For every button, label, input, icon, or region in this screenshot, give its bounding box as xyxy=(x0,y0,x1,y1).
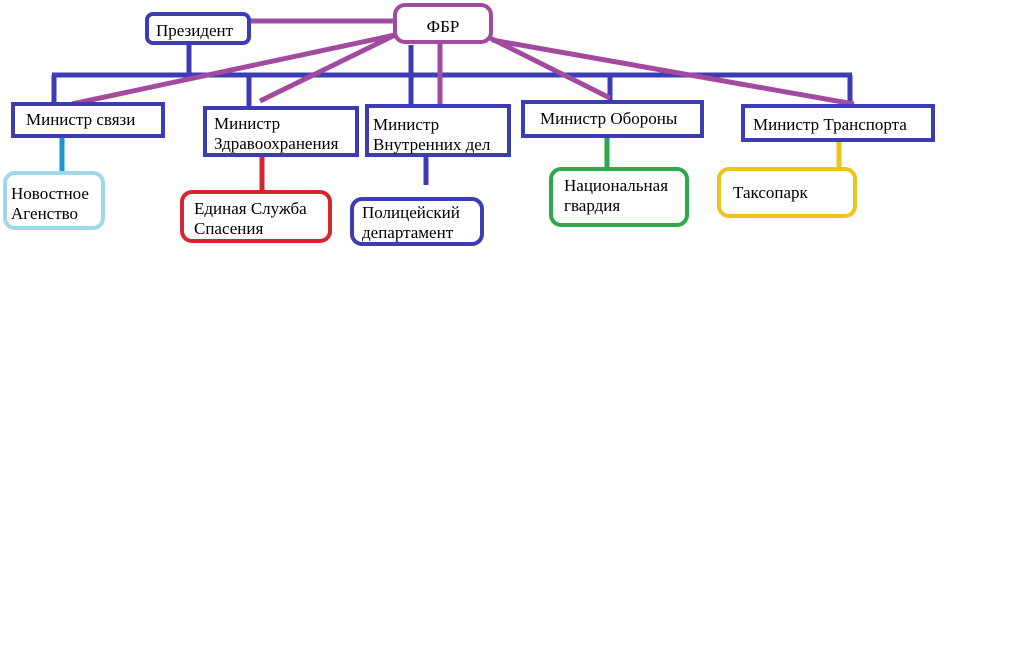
minister-transporta-node: Министр Транспорта xyxy=(741,104,935,142)
minister-svyazi-node: Министр связи xyxy=(11,102,165,138)
police-department-node: Полицейский департамент xyxy=(350,197,484,246)
minister-vnutr-label-1: Министр xyxy=(373,115,440,134)
minister-zdrav-node: Министр Здравоохранения xyxy=(203,106,359,157)
novostnoe-agentstvo-node: Новостное Агенство xyxy=(3,171,105,230)
ess-label-1: Единая Служба xyxy=(194,199,307,218)
fbr-oborony-line xyxy=(488,35,612,101)
fbr-svyazi-line xyxy=(71,32,396,107)
minister-svyazi-label: Министр связи xyxy=(26,110,136,129)
fbr-zdrav-line xyxy=(258,32,397,104)
fbr-transporta-line xyxy=(491,37,855,107)
police-label-2: департамент xyxy=(362,223,454,242)
taksopark-node: Таксопарк xyxy=(717,167,857,218)
minister-oborony-label: Министр Обороны xyxy=(540,109,678,128)
novostnoe-label-2: Агенство xyxy=(11,204,79,223)
gvardiya-label-2: гвардия xyxy=(564,196,621,215)
fbr-node: ФБР xyxy=(393,3,493,44)
national-guard-node: Национальная гвардия xyxy=(549,167,689,227)
minister-vnutr-label-2: Внутренних дел xyxy=(373,135,491,154)
minister-zdrav-label-2: Здравоохранения xyxy=(214,134,339,153)
gvardiya-label-1: Национальная xyxy=(564,176,669,195)
ess-label-2: Спасения xyxy=(194,219,264,238)
minister-vnutr-node: Министр Внутренних дел xyxy=(365,104,511,157)
minister-oborony-node: Министр Обороны xyxy=(521,100,704,138)
taksopark-label: Таксопарк xyxy=(733,183,808,202)
fbr-label: ФБР xyxy=(426,17,460,36)
minister-transporta-label: Министр Транспорта xyxy=(753,115,907,134)
novostnoe-label-1: Новостное xyxy=(11,184,89,203)
president-node: Президент xyxy=(145,12,251,45)
police-label-1: Полицейский xyxy=(362,203,460,222)
president-label: Президент xyxy=(156,21,234,40)
ess-node: Единая Служба Спасения xyxy=(180,190,332,243)
minister-zdrav-label-1: Министр xyxy=(214,114,281,133)
